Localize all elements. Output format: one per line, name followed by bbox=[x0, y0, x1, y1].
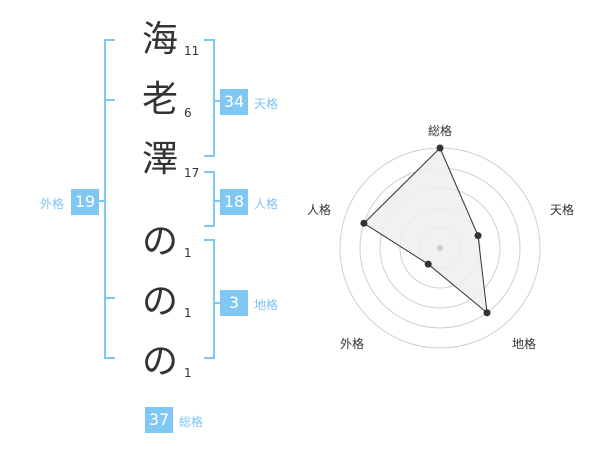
soukaku-label: 総格 bbox=[179, 415, 204, 429]
stroke-count-3: 17 bbox=[184, 166, 200, 180]
radar-point-3 bbox=[483, 309, 491, 317]
name-char-6: の bbox=[141, 341, 178, 382]
radar-label-soukaku: 総格 bbox=[427, 124, 452, 138]
name-char-2: 老 bbox=[141, 79, 178, 120]
radar-label-jinkaku: 人格 bbox=[306, 203, 331, 217]
soukaku-value: 37 bbox=[145, 407, 173, 433]
radar-point-4 bbox=[424, 260, 432, 268]
radar-label-gaikaku: 外格 bbox=[339, 337, 364, 351]
gaikaku-value: 19 bbox=[71, 189, 99, 215]
name-char-5: の bbox=[141, 281, 178, 322]
chikaku-label: 地格 bbox=[254, 298, 279, 312]
radar-point-2 bbox=[474, 232, 482, 240]
name-char-3: 澤 bbox=[141, 139, 178, 180]
radar-point-5 bbox=[360, 219, 368, 227]
name-char-1: 海 bbox=[141, 19, 178, 60]
radar-center-dot bbox=[437, 245, 443, 251]
stroke-count-2: 6 bbox=[184, 106, 192, 120]
chikaku-value: 3 bbox=[220, 290, 248, 316]
radar-polygon bbox=[363, 147, 488, 314]
radar-point-1 bbox=[436, 144, 444, 152]
stroke-count-1: 11 bbox=[184, 44, 200, 58]
radar-label-chikaku: 地格 bbox=[511, 337, 536, 351]
radar-label-tenkaku: 天格 bbox=[549, 203, 574, 217]
jinkaku-label: 人格 bbox=[254, 197, 279, 211]
jinkaku-value: 18 bbox=[220, 189, 248, 215]
tenkaku-label: 天格 bbox=[254, 97, 279, 111]
stroke-count-5: 1 bbox=[184, 306, 192, 320]
stroke-count-4: 1 bbox=[184, 246, 192, 260]
tenkaku-value: 34 bbox=[220, 89, 248, 115]
gaikaku-label: 外格 bbox=[40, 197, 65, 211]
name-char-4: の bbox=[141, 221, 178, 262]
stroke-count-6: 1 bbox=[184, 366, 192, 380]
